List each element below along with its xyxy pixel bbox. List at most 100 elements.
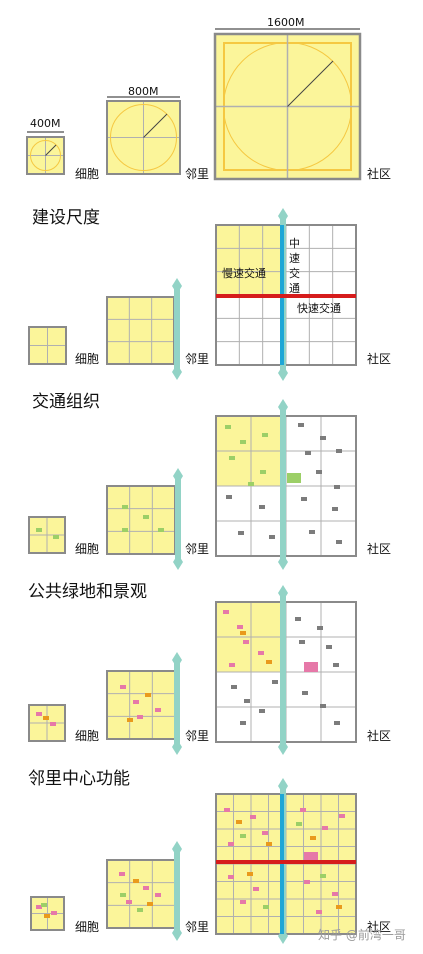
circle-r200: [30, 140, 61, 171]
pink-dot: [262, 831, 268, 835]
orange-dot: [240, 631, 246, 635]
orange-dot: [133, 879, 139, 883]
green-dot: [137, 908, 143, 912]
pink-dot: [223, 610, 229, 614]
radius-line-small: [45, 144, 57, 156]
green-axis-community-r3-cap-bottom: [278, 554, 288, 570]
cell-block-r3: [28, 516, 66, 554]
gray-dot: [299, 640, 305, 644]
pink-dot: [133, 700, 139, 704]
label-neighborhood-r5: 邻里: [185, 920, 210, 934]
green-axis-community-r4-cap-top: [278, 585, 288, 601]
pink-dot: [155, 893, 161, 897]
community-block-r2-cell: [239, 248, 263, 272]
label-fast-traffic: 快速交通: [297, 302, 341, 315]
pink-dot: [253, 887, 259, 891]
gray-dot: [301, 497, 307, 501]
cell-block-r5-border: [30, 896, 65, 931]
gray-dot: [333, 663, 339, 667]
green-park: [287, 473, 301, 483]
dim-label-800m: 800M: [128, 85, 159, 98]
neighborhood-block-r5: [106, 859, 176, 929]
green-dot: [225, 425, 231, 429]
green-axis-community-r2-cap-bottom: [278, 365, 288, 381]
pink-dot: [237, 625, 243, 629]
orange-dot: [43, 716, 49, 720]
green-dot: [120, 893, 126, 897]
gray-dot: [326, 645, 332, 649]
cell-block-r4: [28, 704, 66, 742]
cell-block-r2: [28, 326, 67, 365]
label-cell-r1: 细胞: [75, 167, 100, 181]
gray-dot: [272, 680, 278, 684]
pink-dot: [228, 875, 234, 879]
pink-dot: [155, 708, 161, 712]
gray-dot: [226, 495, 232, 499]
pink-dot: [316, 910, 322, 914]
green-axis-r2-cap-bottom: [172, 364, 182, 380]
orange-dot: [127, 718, 133, 722]
neighborhood-block-r4-bg: [107, 671, 175, 739]
orange-dot: [236, 820, 242, 824]
green-dot: [248, 482, 254, 486]
orange-dot: [266, 842, 272, 846]
community-block-r2-cell: [216, 271, 240, 295]
green-axis-r5: [172, 841, 182, 941]
gray-dot: [309, 530, 315, 534]
pink-dot: [120, 685, 126, 689]
label-neighborhood-r2: 邻里: [185, 352, 210, 366]
label-community-r4: 社区: [367, 729, 392, 743]
cell-block-r2-border: [28, 326, 67, 365]
pink-dot: [50, 722, 56, 726]
cell-block-r3-border: [28, 516, 66, 554]
gray-dot: [317, 626, 323, 630]
green-dot: [41, 903, 47, 907]
section-title-center: 邻里中心功能: [28, 769, 130, 789]
green-dot: [143, 515, 149, 519]
neighborhood-block-r2: [106, 296, 175, 365]
watermark: 知乎 @前湾一哥: [318, 928, 406, 942]
community-block-r3-cell: [216, 416, 251, 451]
green-axis-community-r4-cap-bottom: [278, 739, 288, 755]
gray-dot: [269, 535, 275, 539]
label-medium-traffic: 中速交通: [289, 237, 300, 295]
label-neighborhood-r3: 邻里: [185, 542, 210, 556]
dim-label-1600m: 1600M: [267, 16, 305, 29]
green-axis-r3-bar: [175, 476, 181, 562]
gray-dot: [231, 685, 237, 689]
label-slow-traffic: 慢速交通: [222, 267, 266, 280]
label-neighborhood-r1: 邻里: [185, 167, 210, 181]
orange-dot: [44, 914, 50, 918]
gray-dot: [302, 691, 308, 695]
pink-dot: [258, 651, 264, 655]
green-axis-community-r3-bar: [280, 407, 286, 562]
green-dot: [53, 535, 59, 539]
green-axis-r5-bar: [174, 849, 180, 933]
dim-label-400m: 400M: [30, 117, 61, 130]
green-dot: [122, 528, 128, 532]
pink-dot: [240, 900, 246, 904]
gray-dot: [259, 505, 265, 509]
green-axis-r4-cap-top: [172, 652, 182, 668]
orange-dot: [266, 660, 272, 664]
green-axis-r2: [172, 278, 182, 380]
label-cell-r4: 细胞: [75, 729, 100, 743]
gray-dot: [320, 704, 326, 708]
green-dot: [296, 822, 302, 826]
community-border: [213, 32, 362, 181]
orange-dot: [310, 836, 316, 840]
gray-dot: [336, 449, 342, 453]
section-title-traffic: 交通组织: [32, 392, 100, 412]
community-block-r2-cell: [216, 225, 240, 249]
green-axis-community-r2-cap-top: [278, 208, 288, 224]
neighborhood-block-r2-bg: [107, 297, 174, 364]
pink-dot: [300, 808, 306, 812]
label-cell-r3: 细胞: [75, 542, 100, 556]
section-title-scale: 建设尺度: [32, 208, 100, 228]
orange-dot: [145, 693, 151, 697]
center-plaza: [304, 662, 318, 672]
green-axis-r3-cap-top: [173, 468, 183, 484]
orange-dot: [336, 905, 342, 909]
pink-dot: [51, 911, 57, 915]
